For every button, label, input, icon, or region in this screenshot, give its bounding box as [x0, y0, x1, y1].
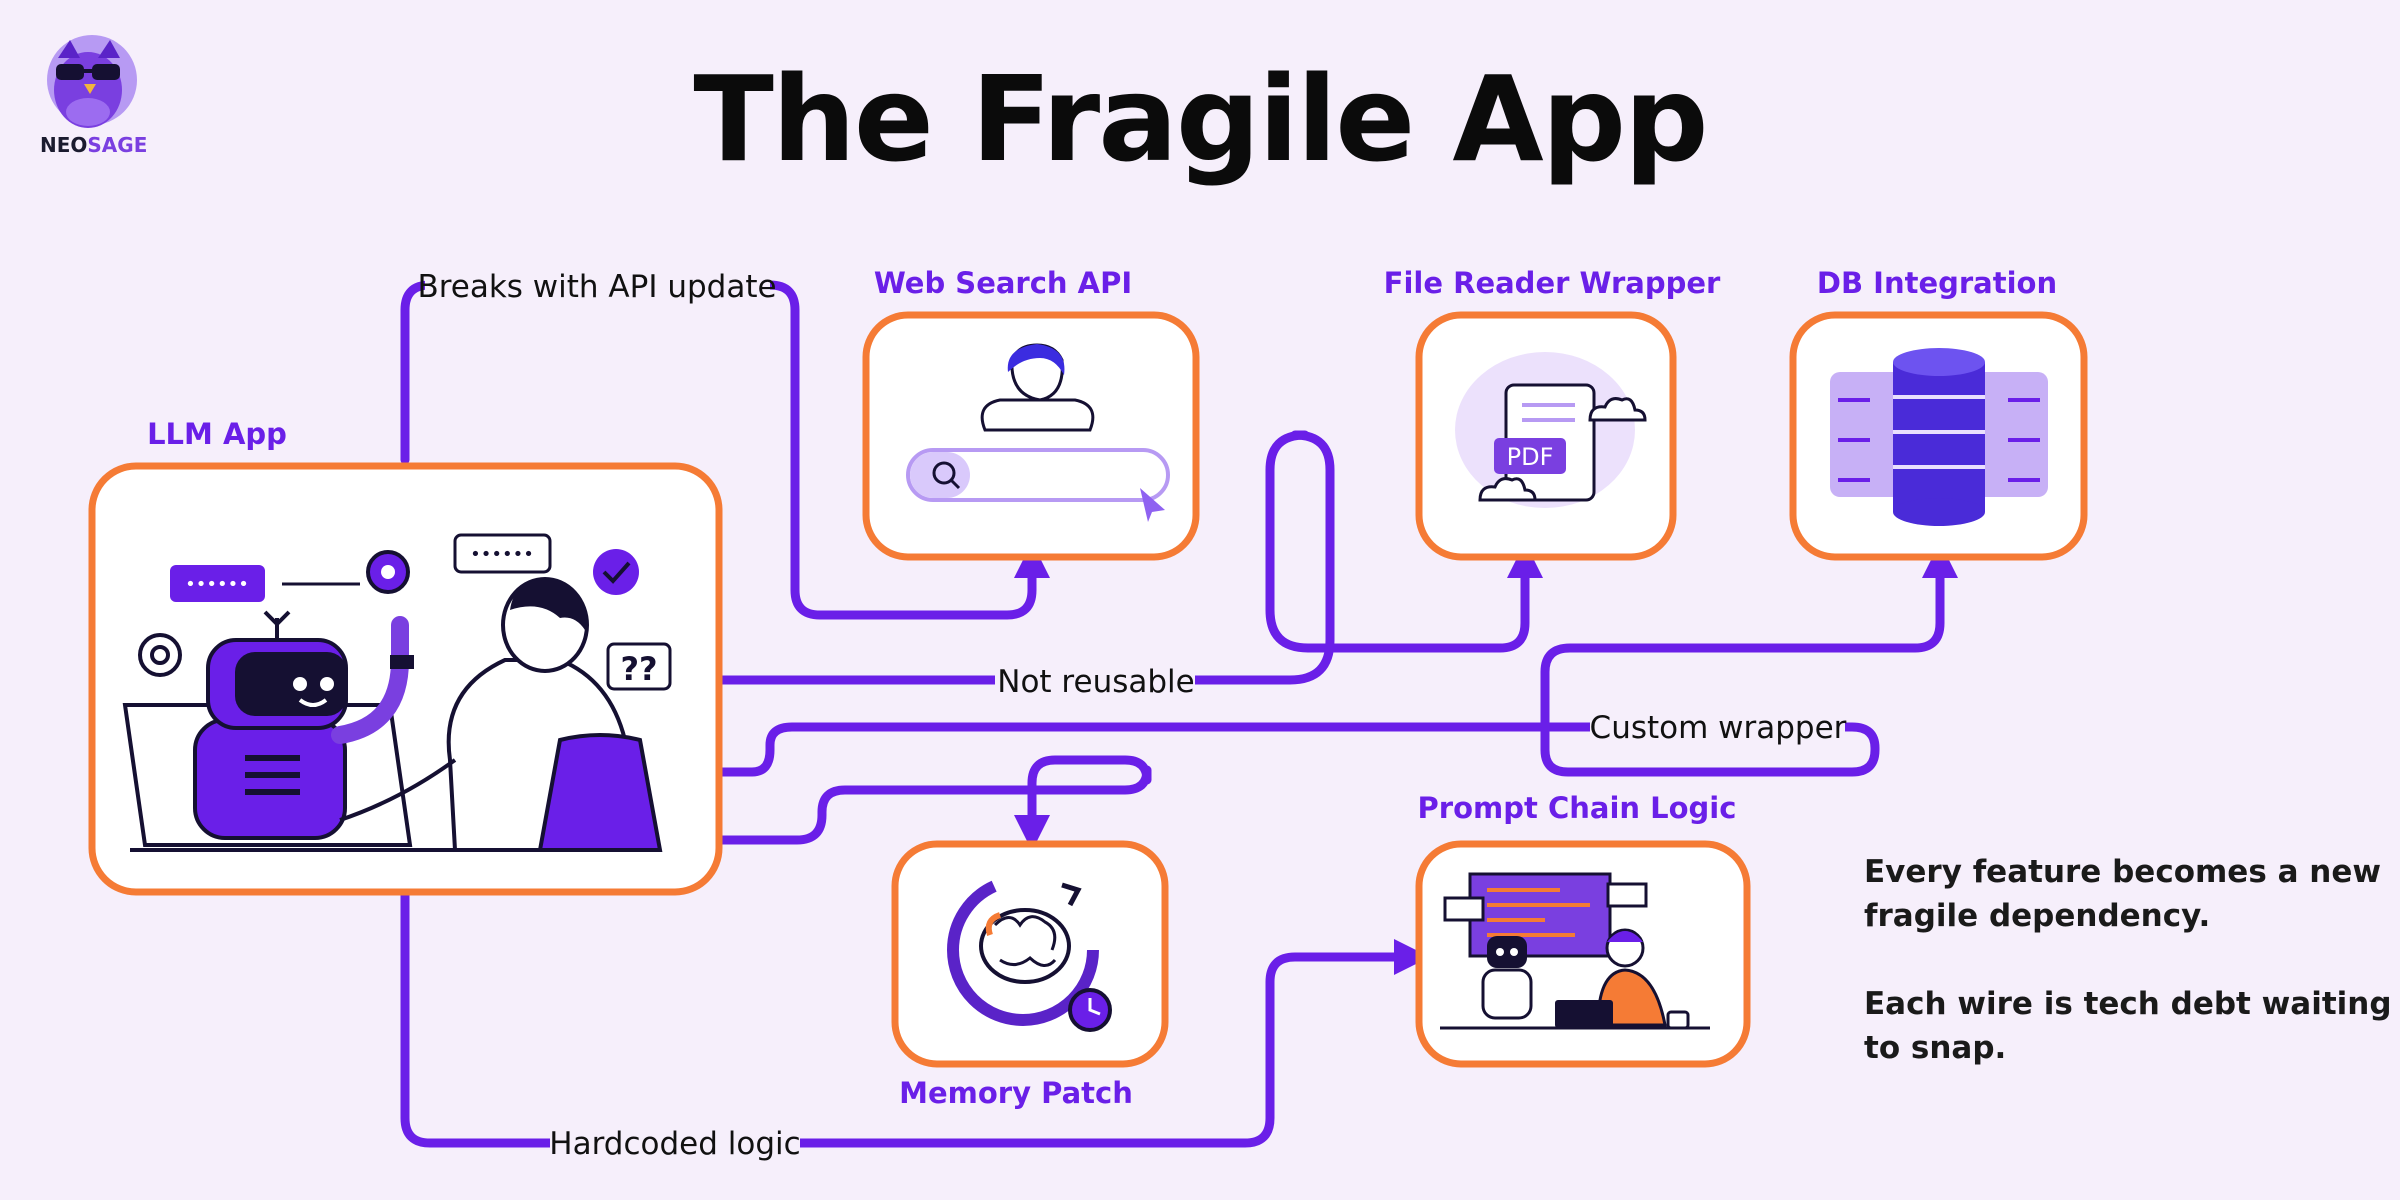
wire-custom-wrapper — [717, 542, 1958, 777]
notes: Every feature becomes a new fragile depe… — [1864, 854, 2392, 1066]
person-speech-dots: •••••• — [470, 544, 534, 565]
node-prompt-chain: Prompt Chain Logic — [1415, 791, 1751, 1068]
brain-refresh-icon — [947, 874, 1112, 1032]
wire-labels: Breaks with API update Not reusable Cust… — [417, 260, 1847, 1168]
page-title: The Fragile App — [693, 50, 1706, 188]
node-label-web-search: Web Search API — [874, 266, 1132, 300]
node-web-search: Web Search API — [862, 266, 1200, 561]
owl-logo-icon — [47, 35, 137, 128]
note-line-1: Every feature becomes a new — [1864, 854, 2381, 890]
wire-label-hardcoded: Hardcoded logic — [549, 1126, 800, 1162]
note-line-4: to snap. — [1864, 1030, 2006, 1066]
node-label-file-reader: File Reader Wrapper — [1384, 266, 1721, 300]
search-icon — [932, 461, 956, 485]
wire-not-reusable — [717, 430, 1543, 685]
wire-api-update — [400, 280, 1050, 620]
node-llm-app: LLM App — [88, 417, 723, 896]
wire-hardcoded — [400, 890, 1430, 1148]
node-label-db: DB Integration — [1817, 266, 2057, 300]
wire-label-not-reusable: Not reusable — [997, 664, 1194, 700]
robot-speech-dots: •••••• — [185, 574, 249, 595]
node-label-memory: Memory Patch — [899, 1076, 1133, 1110]
node-file-reader: File Reader Wrapper PDF — [1384, 266, 1721, 561]
brand-sage: SAGE — [87, 133, 147, 157]
svg-text:NEOSAGE: NEOSAGE — [40, 133, 147, 157]
node-label-prompt-chain: Prompt Chain Logic — [1418, 791, 1737, 825]
node-db: DB Integration — [1789, 266, 2088, 561]
node-memory: Memory Patch — [891, 840, 1169, 1110]
wires — [400, 280, 1958, 1148]
note-line-2: fragile dependency. — [1864, 898, 2210, 934]
robot-and-person-illustration-icon: •••••• •••••• ?? — [122, 533, 672, 852]
node-label-llm-app: LLM App — [147, 417, 287, 451]
neosage-logo: NEOSAGE — [40, 35, 147, 157]
developer-and-robot-illustration-icon — [1440, 872, 1710, 1030]
question-marks: ?? — [620, 650, 657, 688]
brand-neo: NEO — [40, 133, 87, 157]
pdf-label: PDF — [1507, 443, 1554, 471]
wire-label-api-update: Breaks with API update — [417, 269, 776, 305]
note-line-3: Each wire is tech debt waiting — [1864, 986, 2392, 1022]
pdf-file-icon: PDF — [1455, 352, 1647, 508]
wire-memory-patch — [717, 755, 1152, 851]
database-icon — [1830, 348, 2048, 526]
wire-label-custom-wrapper: Custom wrapper — [1590, 710, 1847, 746]
search-bar-illustration-icon — [906, 343, 1170, 522]
